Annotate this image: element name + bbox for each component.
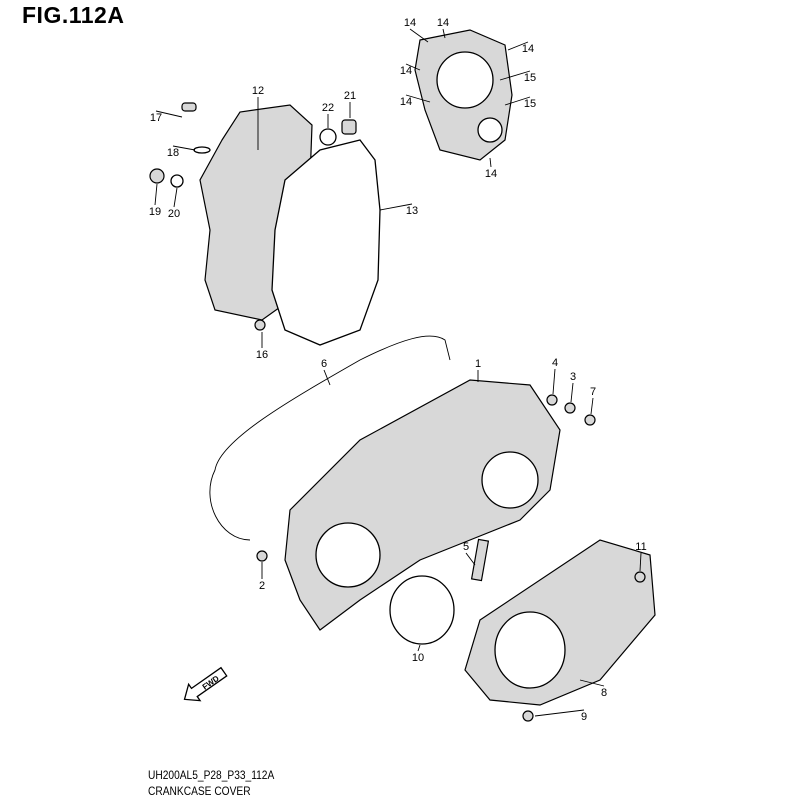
- leader-line: [504, 96, 531, 106]
- callout-2: 2: [259, 580, 265, 592]
- figure-title: FIG.112A: [22, 2, 125, 28]
- bolt-part-4: [546, 394, 558, 406]
- leader-line: [155, 110, 183, 118]
- callout-7: 7: [590, 386, 596, 398]
- callout-14: 14: [485, 168, 497, 180]
- gasket-part: [271, 139, 381, 346]
- callout-9: 9: [581, 711, 587, 723]
- upper-cover-window: [436, 51, 494, 109]
- callout-20: 20: [168, 208, 180, 220]
- bolt-part-3: [564, 402, 576, 414]
- leader-line: [499, 70, 531, 81]
- pin-part: [470, 538, 490, 582]
- disc-cap-part: [389, 575, 455, 645]
- seal-part-22: [319, 128, 337, 146]
- callout-15: 15: [524, 72, 536, 84]
- callout-22: 22: [322, 102, 334, 114]
- callout-18: 18: [167, 147, 179, 159]
- leader-line: [405, 63, 421, 71]
- callout-19: 19: [149, 206, 161, 218]
- leader-line: [409, 28, 429, 43]
- callout-6: 6: [321, 358, 327, 370]
- callout-14: 14: [400, 96, 412, 108]
- callout-12: 12: [252, 85, 264, 97]
- main-cover-hub: [315, 522, 381, 588]
- callout-17: 17: [150, 112, 162, 124]
- leader-line: [552, 368, 556, 395]
- oring-part: [193, 146, 211, 154]
- callout-5: 5: [463, 541, 469, 553]
- bolt-part-7: [584, 414, 596, 426]
- upper-cover-boss: [477, 117, 503, 143]
- cap-part-21: [341, 119, 357, 135]
- bolt-part-2: [256, 550, 268, 562]
- callout-15: 15: [524, 98, 536, 110]
- main-cover-window: [481, 451, 539, 509]
- callout-14: 14: [437, 17, 449, 29]
- leader-line: [417, 644, 421, 652]
- leader-line: [570, 382, 574, 403]
- callout-14: 14: [400, 65, 412, 77]
- callout-14: 14: [522, 43, 534, 55]
- callout-10: 10: [412, 652, 424, 664]
- dowel-part-16: [254, 319, 266, 331]
- oring-part-20: [170, 174, 184, 188]
- callout-14: 14: [404, 17, 416, 29]
- leader-line: [639, 552, 642, 572]
- oil-plug-part: [181, 102, 197, 112]
- leader-line: [154, 183, 158, 206]
- cover-gasket-part: [209, 335, 451, 541]
- leader-line: [590, 397, 594, 415]
- bolt-part-11: [634, 571, 646, 583]
- leader-line: [465, 552, 476, 566]
- leader-line: [489, 157, 492, 168]
- diagram-code: UH200AL5_P28_P33_112A: [148, 768, 275, 782]
- leader-line: [323, 369, 331, 386]
- callout-8: 8: [601, 687, 607, 699]
- callout-4: 4: [552, 357, 558, 369]
- diagram-caption: CRANKCASE COVER: [148, 784, 251, 798]
- outer-cover-part: [464, 539, 656, 706]
- leader-line: [405, 94, 431, 103]
- leader-line: [534, 709, 585, 717]
- callout-11: 11: [635, 541, 646, 553]
- callout-16: 16: [256, 349, 268, 361]
- callout-3: 3: [570, 371, 576, 383]
- leader-line: [172, 145, 196, 151]
- callout-1: 1: [475, 358, 481, 370]
- leader-line: [507, 41, 529, 51]
- leader-line: [442, 28, 446, 39]
- outer-cover-opening: [494, 611, 566, 689]
- callout-21: 21: [344, 90, 356, 102]
- bolt-part-9: [522, 710, 534, 722]
- leader-line: [579, 679, 605, 687]
- leader-line: [173, 187, 178, 208]
- plug-part: [149, 168, 165, 184]
- leader-line: [379, 203, 413, 211]
- fwd-arrow-icon: FWD: [183, 666, 228, 702]
- callout-13: 13: [406, 205, 418, 217]
